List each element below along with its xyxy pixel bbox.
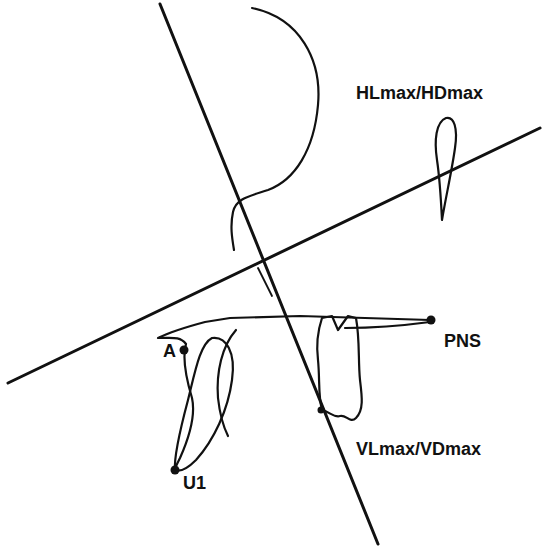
pns-point <box>427 316 436 325</box>
upper-incisor <box>175 338 233 471</box>
pterygomaxillary-fissure <box>436 118 456 220</box>
reference-line-label: VLmax/VDmax <box>356 440 481 460</box>
landmark-label: PNS <box>444 332 481 352</box>
vertical-reference-line <box>160 4 378 544</box>
nasal-structure <box>258 268 272 296</box>
landmark-label: U1 <box>183 474 206 494</box>
molar-point <box>318 407 325 414</box>
u1-point <box>171 466 180 475</box>
reference-line-label: HLmax/HDmax <box>356 84 483 104</box>
a-point <box>180 346 189 355</box>
sella-outline <box>231 8 318 250</box>
landmark-label: A <box>163 342 176 362</box>
horizontal-reference-line <box>8 128 540 383</box>
upper-molar <box>317 316 362 420</box>
